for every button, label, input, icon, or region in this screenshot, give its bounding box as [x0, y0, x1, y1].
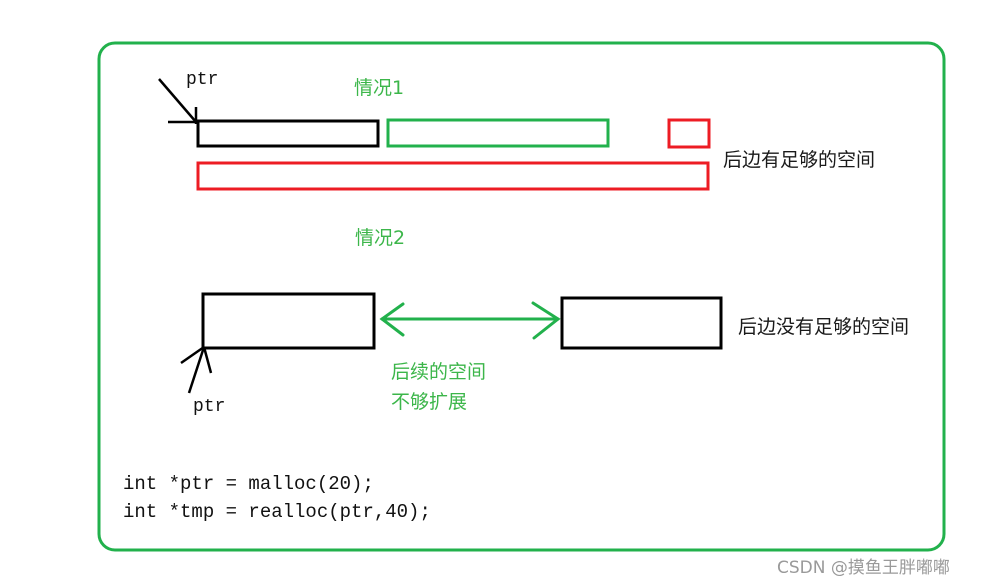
case2-title: 情况2: [355, 227, 406, 249]
watermark: CSDN @摸鱼王胖嘟嘟: [777, 558, 950, 578]
case2-gap-note-line2: 不够扩展: [391, 391, 468, 413]
outer-frame: [97, 41, 946, 552]
case1-pointer-arrow-icon: [158, 78, 198, 124]
case1-free-space-block: [386, 118, 610, 148]
case2-ptr-label: ptr: [193, 397, 226, 417]
case1-ptr-label: ptr: [186, 70, 219, 90]
code-line-realloc: int *tmp = realloc(ptr,40);: [123, 501, 431, 523]
case1-note: 后边有足够的空间: [723, 149, 876, 171]
case2-pointer-arrow-icon: [180, 345, 213, 394]
case2-original-block: [201, 292, 376, 350]
case1-title: 情况1: [354, 77, 405, 99]
gap-double-arrow-icon: [379, 301, 561, 340]
case2-note: 后边没有足够的空间: [738, 316, 910, 338]
case1-original-block: [196, 119, 380, 148]
case1-small-red-block: [667, 118, 711, 149]
code-line-malloc: int *ptr = malloc(20);: [123, 473, 374, 495]
case2-gap-note-line1: 后续的空间: [391, 361, 487, 383]
case2-occupied-block: [560, 296, 723, 350]
case1-expanded-block: [196, 161, 710, 191]
